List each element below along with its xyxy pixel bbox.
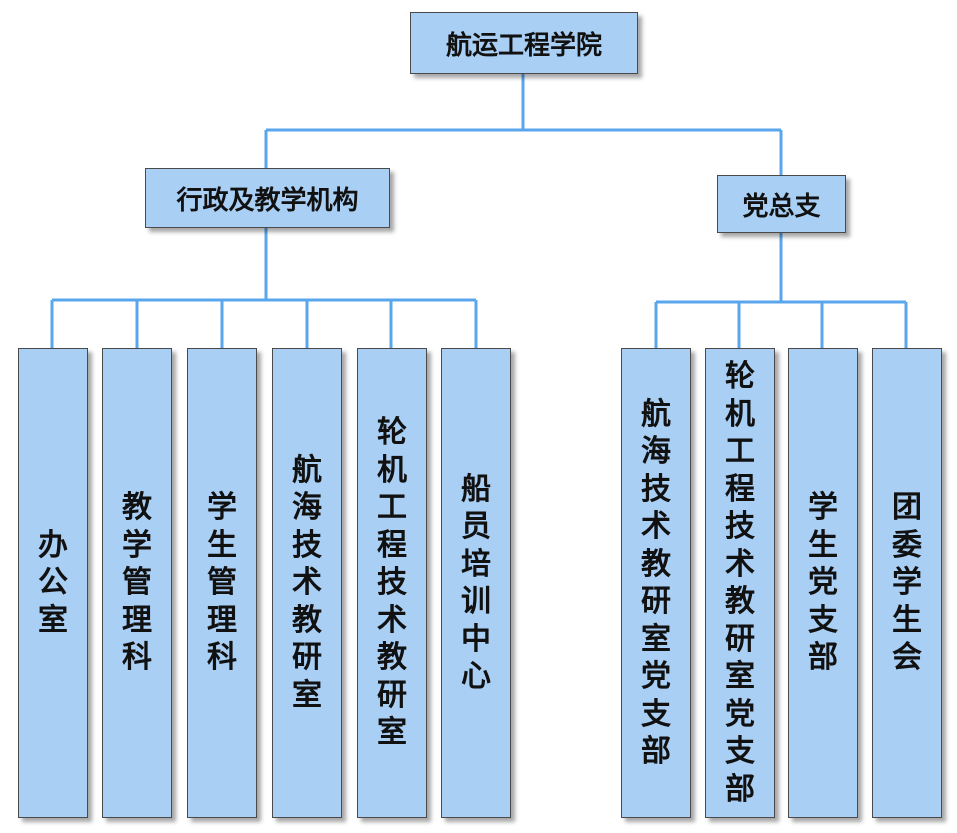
branch-node-party: 党总支 <box>717 175 846 233</box>
leaf-node-office: 办公室 <box>18 348 88 818</box>
leaf-label: 船员培训中心 <box>461 471 491 695</box>
leaf-node-marine-engineering-teaching: 轮机工程技术教研室 <box>357 348 427 818</box>
leaf-label: 轮机工程技术教研室党支部 <box>725 359 755 807</box>
leaf-node-student-management: 学生管理科 <box>187 348 257 818</box>
leaf-node-navigation-teaching: 航海技术教研室 <box>272 348 342 818</box>
leaf-label: 团委 学生会 <box>892 490 933 676</box>
leaf-node-marine-party-branch: 轮机工程技术教研室党支部 <box>705 348 775 818</box>
leaf-label: 航海技术教研室 <box>292 452 322 713</box>
leaf-label: 办公室 <box>38 527 68 638</box>
leaf-label: 学生党支部 <box>808 490 838 676</box>
branch-label-admin: 行政及教学机构 <box>176 185 359 216</box>
root-node: 航运工程学院 <box>410 12 638 74</box>
leaf-label: 教学管理科 <box>122 490 152 676</box>
leaf-label: 轮机工程技术教研室 <box>377 415 407 751</box>
branch-label-party: 党总支 <box>742 191 821 222</box>
leaf-label: 学生管理科 <box>207 490 237 676</box>
leaf-node-teaching-management: 教学管理科 <box>102 348 172 818</box>
leaf-label: 航海技术教研室党支部 <box>641 396 671 770</box>
root-label: 航运工程学院 <box>445 30 602 61</box>
leaf-node-crew-training: 船员培训中心 <box>441 348 511 818</box>
leaf-node-youth-league-student-union: 团委 学生会 <box>872 348 942 818</box>
branch-node-admin: 行政及教学机构 <box>145 168 390 228</box>
leaf-node-navigation-party-branch: 航海技术教研室党支部 <box>621 348 691 818</box>
leaf-node-student-party-branch: 学生党支部 <box>788 348 858 818</box>
